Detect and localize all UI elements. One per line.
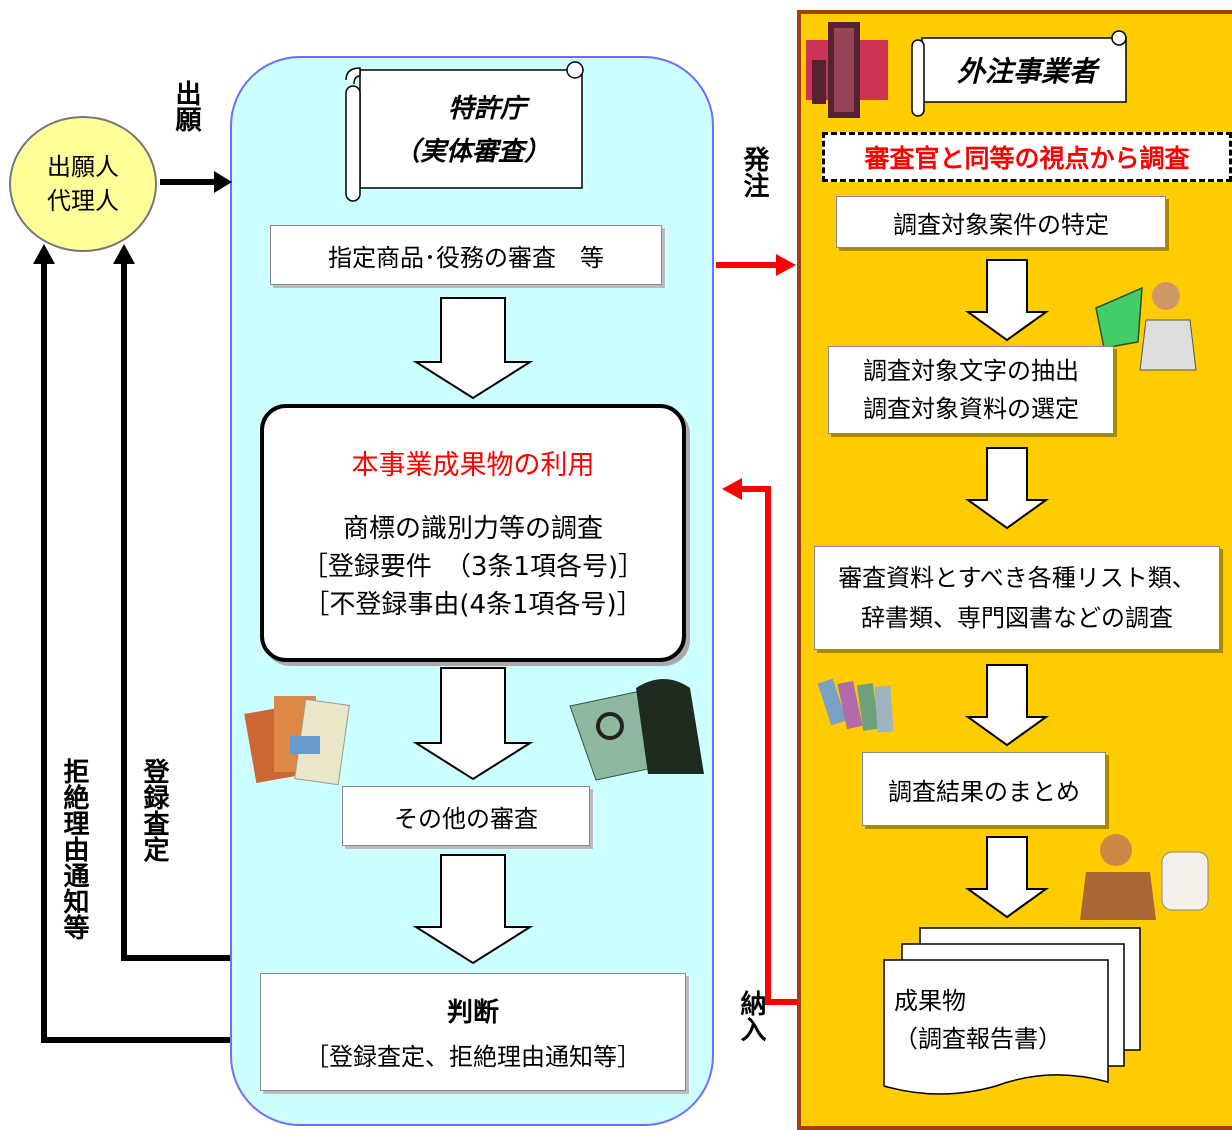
order-label: 発注 [739,146,769,198]
detective-icon [569,679,704,781]
jpo-title-line1: 特許庁 [447,94,526,124]
files-icon [244,696,350,786]
deliverable-line1: 成果物 [894,987,966,1015]
deliverable-label: 成果物 （調査報告書） [894,982,1062,1058]
refusal-notice-arrow [33,244,230,1043]
applicant-node: 出願人 代理人 [9,116,157,252]
computer-user-icon [1080,834,1209,920]
jpo-title-scroll [345,61,584,202]
contractor-focus-box: 審査官と同等の視点から調査 [822,132,1232,182]
jpo-main-research-box: 本事業成果物の利用 商標の識別力等の調査 ［登録要件 （3条1項各号)］ ［不登… [260,404,686,662]
contractor-step-extract: 調査対象文字の抽出 調査対象資料の選定 [828,346,1114,434]
refusal-notice-label: 拒絶理由通知等 [59,758,89,940]
jpo-title: 特許庁 （実体審査） [372,88,572,168]
registration-decision-arrow [113,244,230,961]
deliverable-line2: （調査報告書） [894,1025,1062,1053]
extract-line2: 調査対象資料の選定 [863,395,1079,423]
contractor-down-arrow-1 [964,259,1050,342]
registration-decision-label: 登録査定 [139,758,169,862]
main-heading: 本事業成果物の利用 [351,449,595,481]
extract-line1: 調査対象文字の抽出 [863,357,1079,385]
contractor-title-scroll [911,30,1127,117]
application-arrow [160,171,232,193]
delivery-label: 納入 [736,990,766,1042]
jpo-down-arrow-3 [412,854,534,965]
decision-detail: ［登録査定、拒絶理由通知等］ [305,1043,641,1071]
survey-line1: 審査資料とすべき各種リスト類、 [838,564,1196,592]
jpo-down-arrow-2 [412,667,534,781]
presenter-icon [1095,282,1197,371]
jpo-decision-box: 判断 ［登録査定、拒絶理由通知等］ [260,973,686,1091]
main-line1: 商標の識別力等の調査 [342,513,603,544]
contractor-step-survey: 審査資料とすべき各種リスト類、 辞書類、専門図書などの調査 [814,546,1220,650]
deliverable-document [883,927,1141,1095]
decision-title: 判断 [446,998,499,1028]
contractor-title: 外注事業者 [956,55,1097,88]
jpo-down-arrow-1 [412,297,534,400]
main-line2: ［登録要件 （3条1項各号)］ [301,551,645,582]
jpo-step-other-exam: その他の審査 [342,786,590,846]
order-arrow [716,254,796,276]
contractor-down-arrow-2 [964,447,1050,530]
books-icon [817,678,894,733]
contractor-down-arrow-4 [964,836,1050,919]
delivery-arrow [722,478,797,1005]
survey-line2: 辞書類、専門図書などの調査 [861,604,1173,632]
jpo-step-designated-goods: 指定商品･役務の審査 等 [270,225,662,285]
building-icon [806,22,888,118]
application-label: 出願 [171,80,201,132]
contractor-step-identify: 調査対象案件の特定 [836,196,1166,248]
main-line3: ［不登録事由(4条1項各号)］ [303,589,643,620]
agent-label: 代理人 [47,187,119,215]
jpo-title-line2: （実体審査） [393,137,550,167]
contractor-down-arrow-3 [964,664,1050,747]
contractor-step-summary: 調査結果のまとめ [862,752,1106,826]
applicant-label: 出願人 [47,153,119,181]
